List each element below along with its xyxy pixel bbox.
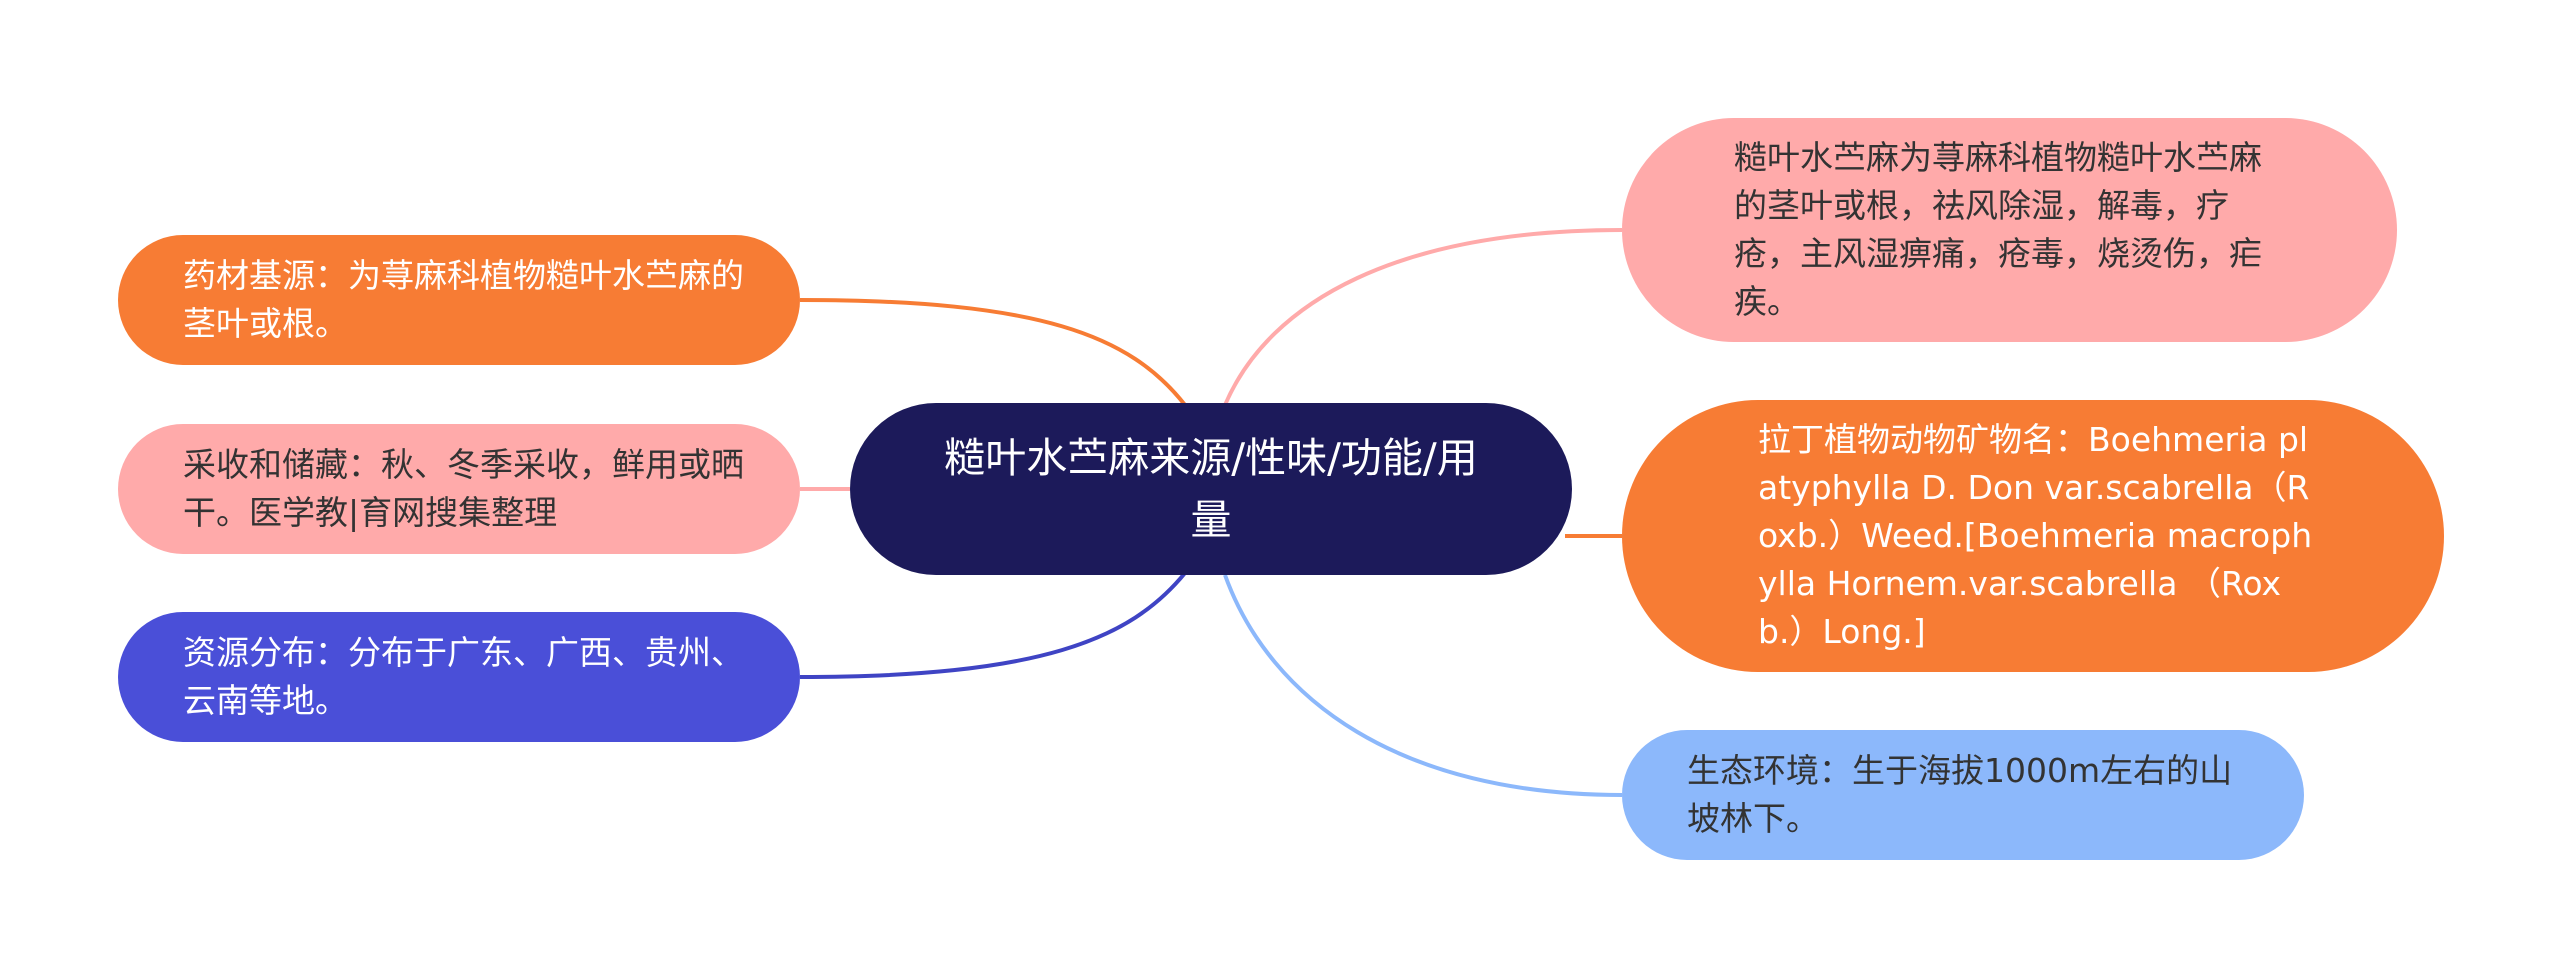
branch-material-source-label: 药材基源：为荨麻科植物糙叶水苎麻的茎叶或根。: [183, 256, 744, 343]
branch-harvest-storage-label: 采收和储藏：秋、冬季采收，鲜用或晒干。医学教|育网搜集整理: [183, 445, 744, 532]
connector-material: [799, 298, 1187, 407]
connector-ecology: [1223, 574, 1623, 797]
connector-description: [1223, 228, 1623, 406]
branch-latin-name[interactable]: 拉丁植物动物矿物名：Boehmeria platyphylla D. Don v…: [1622, 400, 2444, 672]
branch-latin-name-label: 拉丁植物动物矿物名：Boehmeria platyphylla D. Don v…: [1758, 420, 2313, 651]
connector-distribution: [799, 571, 1187, 679]
central-topic[interactable]: 糙叶水苎麻来源/性味/功能/用量: [850, 403, 1572, 575]
branch-resource-distribution-label: 资源分布：分布于广东、广西、贵州、云南等地。: [183, 633, 744, 720]
branch-description[interactable]: 糙叶水苎麻为荨麻科植物糙叶水苎麻的茎叶或根，祛风除湿，解毒，疗疮，主风湿痹痛，疮…: [1622, 118, 2397, 342]
branch-harvest-storage[interactable]: 采收和储藏：秋、冬季采收，鲜用或晒干。医学教|育网搜集整理: [118, 424, 800, 554]
branch-ecology-label: 生态环境：生于海拔1000m左右的山坡林下。: [1687, 751, 2233, 838]
branch-ecology[interactable]: 生态环境：生于海拔1000m左右的山坡林下。: [1622, 730, 2304, 860]
branch-resource-distribution[interactable]: 资源分布：分布于广东、广西、贵州、云南等地。: [118, 612, 800, 742]
branch-description-label: 糙叶水苎麻为荨麻科植物糙叶水苎麻的茎叶或根，祛风除湿，解毒，疗疮，主风湿痹痛，疮…: [1734, 138, 2262, 321]
central-topic-label: 糙叶水苎麻来源/性味/功能/用量: [944, 434, 1478, 544]
branch-material-source[interactable]: 药材基源：为荨麻科植物糙叶水苎麻的茎叶或根。: [118, 235, 800, 365]
